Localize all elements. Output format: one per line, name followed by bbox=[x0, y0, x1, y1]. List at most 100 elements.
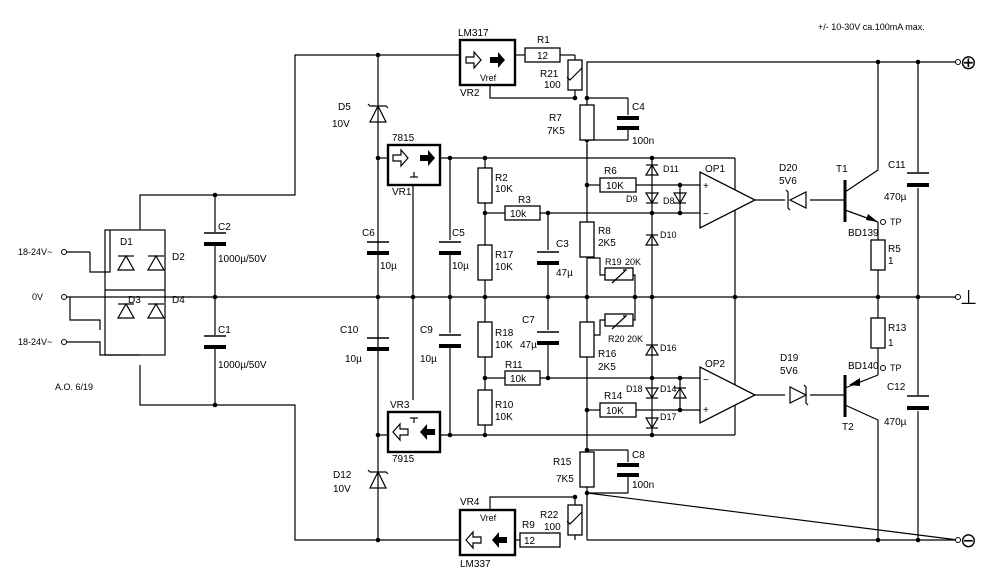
resistor-r3 bbox=[504, 205, 541, 221]
label-op2-plus: + bbox=[703, 405, 709, 416]
resistor-r11 bbox=[504, 370, 541, 386]
capacitor-c4 bbox=[617, 116, 639, 130]
label-c1: C1 bbox=[218, 325, 231, 336]
trimmer-r20 bbox=[604, 313, 634, 330]
junctions bbox=[212, 52, 921, 543]
capacitor-c7 bbox=[537, 331, 559, 345]
trimmer-r22 bbox=[566, 504, 583, 536]
label-d20: D20 bbox=[779, 163, 798, 174]
label-d9: D9 bbox=[626, 194, 638, 204]
resistor-r6 bbox=[599, 177, 637, 193]
label-t2-type: BD140 bbox=[848, 361, 879, 372]
label-c8-value: 100n bbox=[632, 480, 654, 491]
input-zero-label: 0V bbox=[32, 292, 43, 302]
diode-d3 bbox=[116, 302, 136, 319]
label-c6: C6 bbox=[362, 228, 375, 239]
label-tp-top: TP bbox=[890, 217, 902, 227]
label-r20-value: 20K bbox=[627, 334, 643, 344]
output-plus-symbol: ⊕ bbox=[960, 50, 977, 74]
label-r21-value: 100 bbox=[544, 80, 561, 91]
diode-d10 bbox=[644, 233, 660, 246]
resistor-r17 bbox=[477, 244, 493, 281]
transistor-t1 bbox=[843, 169, 879, 223]
label-c5: C5 bbox=[452, 228, 465, 239]
output-minus-symbol: ⊖ bbox=[960, 528, 977, 552]
label-r6: R6 bbox=[604, 166, 617, 177]
input-ac-bottom-label: 18-24V~ bbox=[18, 337, 52, 347]
trimmer-r21 bbox=[566, 59, 583, 91]
resistor-r10 bbox=[477, 389, 493, 426]
resistor-r14 bbox=[599, 402, 637, 418]
label-c5-value: 10µ bbox=[452, 261, 469, 272]
terminal-zero bbox=[61, 294, 67, 300]
capacitor-c10 bbox=[367, 337, 389, 351]
label-r10: R10 bbox=[495, 400, 514, 411]
label-d16: D16 bbox=[660, 343, 677, 353]
label-d19-value: 5V6 bbox=[780, 366, 798, 377]
label-r14-value: 10K bbox=[606, 406, 624, 417]
label-vref-bottom: Vref bbox=[480, 513, 497, 523]
header-note: +/- 10-30V ca.100mA max. bbox=[818, 22, 925, 32]
resistor-r7 bbox=[579, 104, 595, 141]
label-lm337: LM337 bbox=[460, 559, 491, 570]
label-r16-value: 2K5 bbox=[598, 362, 616, 373]
capacitor-c5 bbox=[439, 241, 461, 255]
label-d11: D11 bbox=[663, 164, 679, 174]
wires bbox=[64, 54, 959, 541]
label-r22-value: 100 bbox=[544, 522, 561, 533]
label-c12: C12 bbox=[887, 382, 906, 393]
label-op1-minus: − bbox=[703, 209, 709, 220]
label-r8-value: 2K5 bbox=[598, 238, 616, 249]
label-r21: R21 bbox=[540, 69, 559, 80]
capacitor-c12 bbox=[907, 395, 929, 410]
resistor-r13 bbox=[870, 317, 886, 349]
opamp-op1 bbox=[699, 170, 757, 230]
label-r7-value: 7K5 bbox=[547, 126, 565, 137]
label-r3-value: 10k bbox=[510, 209, 527, 220]
label-op2-minus: − bbox=[703, 375, 709, 386]
label-d12-value: 10V bbox=[333, 484, 351, 495]
label-op1-plus: + bbox=[703, 181, 709, 192]
capacitor-c6 bbox=[367, 241, 389, 255]
label-r16: R16 bbox=[598, 349, 617, 360]
label-d2: D2 bbox=[172, 252, 185, 263]
diode-d4 bbox=[146, 302, 166, 319]
label-tp-bottom: TP bbox=[890, 363, 902, 373]
label-r19: R19 bbox=[605, 257, 622, 267]
opamp-op2 bbox=[699, 365, 757, 425]
diode-d17 bbox=[644, 417, 660, 430]
label-r18-value: 10K bbox=[495, 340, 513, 351]
label-r1: R1 bbox=[537, 35, 550, 46]
label-lm317: LM317 bbox=[458, 28, 489, 39]
label-r13-value: 1 bbox=[888, 338, 894, 349]
label-c1-value: 1000µ/50V bbox=[218, 360, 267, 371]
label-d8: D8 bbox=[663, 196, 675, 206]
label-r9-value: 12 bbox=[524, 536, 536, 547]
diode-d2 bbox=[146, 254, 166, 271]
label-t2: T2 bbox=[842, 422, 854, 433]
terminal-tp-bottom bbox=[880, 365, 886, 371]
label-7915: 7915 bbox=[392, 454, 415, 465]
capacitor-c8 bbox=[617, 463, 639, 477]
resistor-r9 bbox=[519, 532, 561, 548]
label-op2: OP2 bbox=[705, 359, 725, 370]
label-r5: R5 bbox=[888, 244, 901, 255]
author-label: A.O. 6/19 bbox=[55, 382, 93, 392]
label-t1: T1 bbox=[836, 164, 848, 175]
label-r1-value: 12 bbox=[537, 51, 549, 62]
label-r22: R22 bbox=[540, 510, 559, 521]
label-r10-value: 10K bbox=[495, 412, 513, 423]
zener-d5 bbox=[367, 103, 389, 123]
label-d10: D10 bbox=[660, 230, 677, 240]
label-c9-value: 10µ bbox=[420, 354, 437, 365]
resistor-r15 bbox=[579, 451, 595, 488]
label-r15-value: 7K5 bbox=[556, 474, 574, 485]
label-d3: D3 bbox=[128, 295, 141, 306]
resistor-r5 bbox=[870, 239, 886, 271]
diode-d1 bbox=[116, 254, 136, 271]
resistor-r18 bbox=[477, 321, 493, 358]
label-r11: R11 bbox=[505, 360, 523, 371]
label-r3: R3 bbox=[518, 195, 531, 206]
trimmer-r19 bbox=[604, 267, 634, 284]
